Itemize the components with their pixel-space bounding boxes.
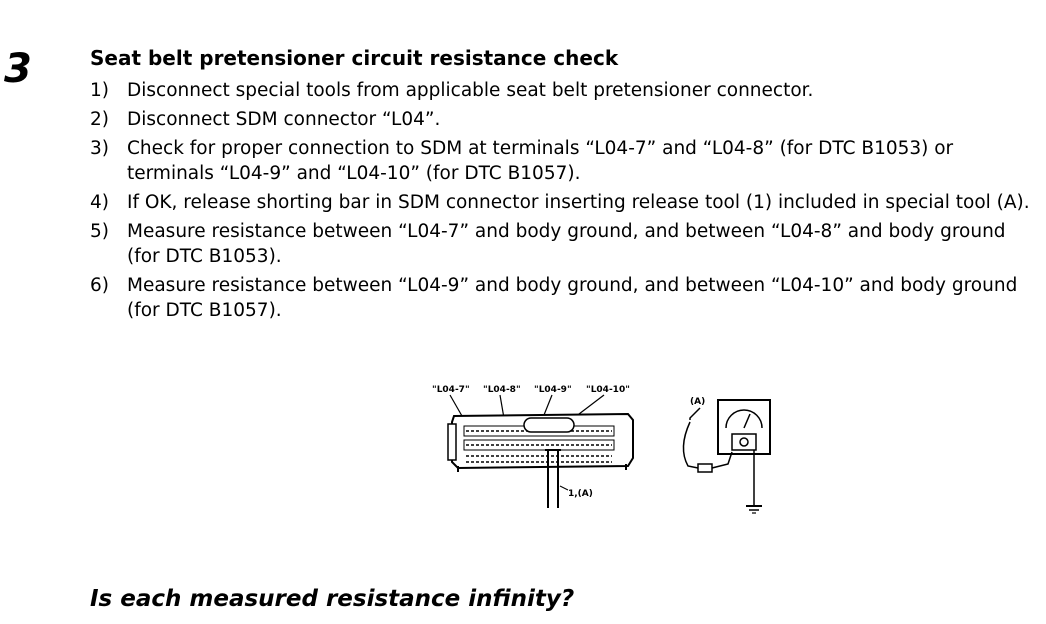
instruction-number: 5) xyxy=(90,221,109,242)
step-title: Seat belt pretensioner circuit resistanc… xyxy=(90,46,619,70)
instruction-number: 3) xyxy=(90,138,109,159)
instruction-number: 1) xyxy=(90,80,109,101)
terminal-label-l04-8: "L04-8" xyxy=(483,385,521,395)
instruction-item: 3) Check for proper connection to SDM at… xyxy=(90,136,1040,186)
release-tool-icon xyxy=(545,449,561,508)
instruction-item: 2) Disconnect SDM connector “L04”. xyxy=(90,107,1040,132)
ohmmeter-icon xyxy=(682,399,771,514)
step-number: 3 xyxy=(4,46,32,92)
sdm-connector-icon xyxy=(447,412,634,472)
instruction-text: Measure resistance between “L04-7” and b… xyxy=(127,221,1006,267)
check-question: Is each measured resistance infinity? xyxy=(90,586,575,612)
instruction-text: If OK, release shorting bar in SDM conne… xyxy=(127,192,1030,213)
instruction-text: Check for proper connection to SDM at te… xyxy=(127,138,954,184)
instruction-item: 4) If OK, release shorting bar in SDM co… xyxy=(90,190,1040,215)
terminal-label-l04-10: "L04-10" xyxy=(586,385,630,395)
instruction-text: Disconnect SDM connector “L04”. xyxy=(127,109,441,130)
instruction-number: 6) xyxy=(90,275,109,296)
connector-diagram: "L04-7" "L04-8" "L04-9" "L04-10" 1,(A) (… xyxy=(432,385,771,514)
instruction-list: 1) Disconnect special tools from applica… xyxy=(90,78,1040,327)
instruction-number: 4) xyxy=(90,192,109,213)
instruction-item: 6) Measure resistance between “L04-9” an… xyxy=(90,273,1040,323)
instruction-item: 1) Disconnect special tools from applica… xyxy=(90,78,1040,103)
instruction-number: 2) xyxy=(90,109,109,130)
release-tool-label: 1,(A) xyxy=(568,489,593,499)
instruction-text: Disconnect special tools from applicable… xyxy=(127,80,814,101)
instruction-item: 5) Measure resistance between “L04-7” an… xyxy=(90,219,1040,269)
release-tool-pointer xyxy=(559,485,569,491)
tool-label: (A) xyxy=(690,397,705,407)
instruction-text: Measure resistance between “L04-9” and b… xyxy=(127,275,1018,321)
terminal-label-l04-9: "L04-9" xyxy=(534,385,572,395)
terminal-label-l04-7: "L04-7" xyxy=(432,385,470,395)
